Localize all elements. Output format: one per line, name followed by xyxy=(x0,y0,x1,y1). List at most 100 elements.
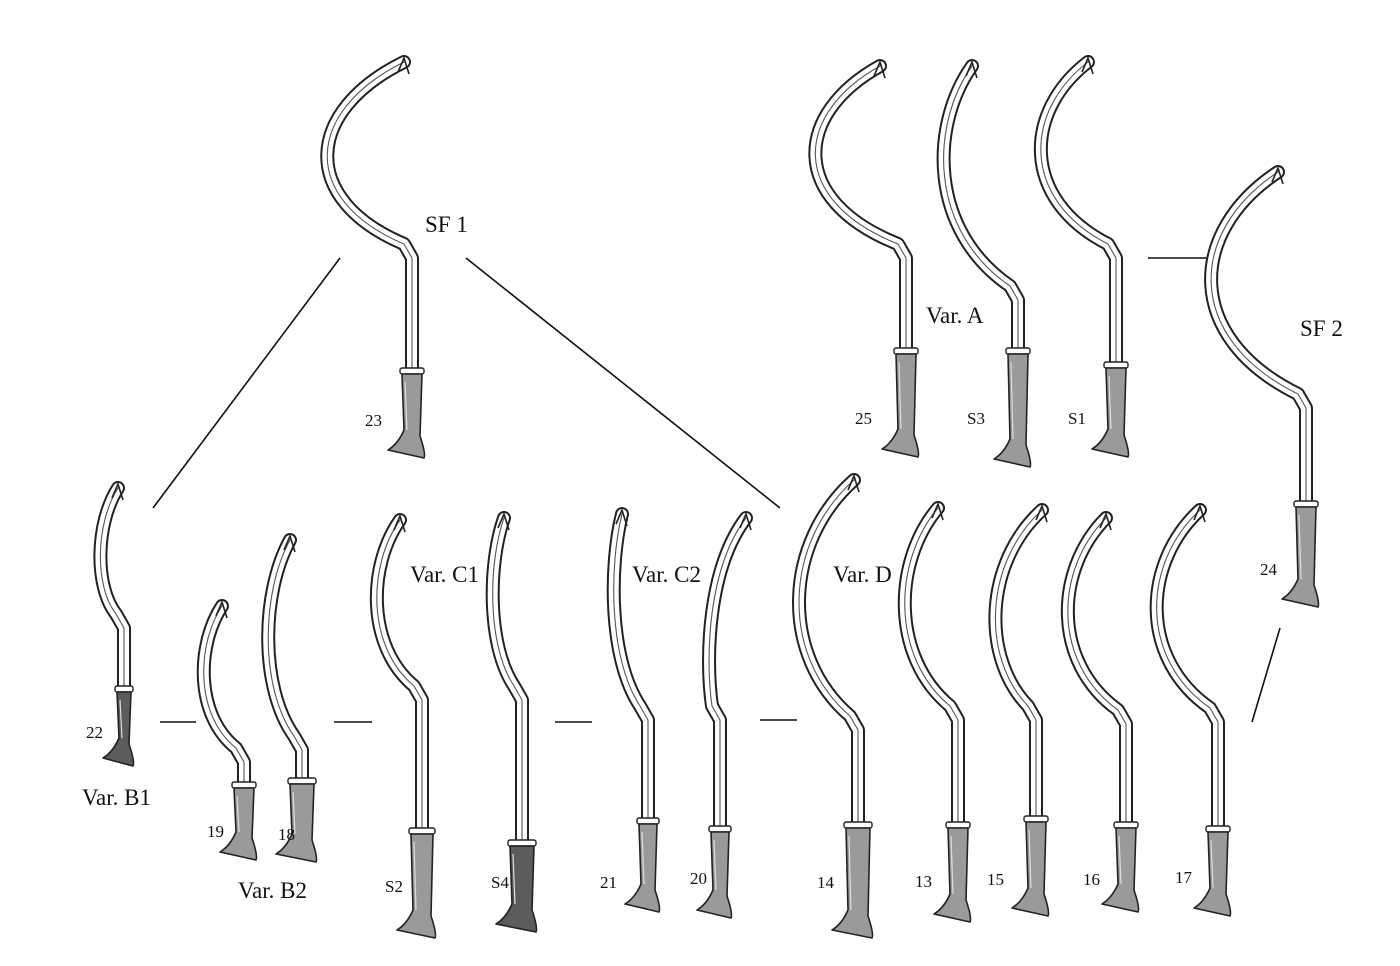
hilt-guard xyxy=(1005,347,1031,355)
blade-tip xyxy=(1081,55,1094,75)
label-var-a: Var. A xyxy=(926,303,984,328)
blade-tip xyxy=(931,501,944,521)
num-s4: S4 xyxy=(491,873,509,892)
blade-tip xyxy=(873,59,886,79)
sword-18 xyxy=(261,533,318,863)
num-14: 14 xyxy=(817,873,835,892)
sword-25 xyxy=(808,59,920,458)
blade-fill xyxy=(263,535,307,787)
blade-fuller xyxy=(1067,517,1127,827)
label-var-c1: Var. C1 xyxy=(410,562,479,587)
hilt-guard xyxy=(114,685,134,693)
hilt-guard xyxy=(1113,821,1139,829)
hilt-highlight xyxy=(1108,375,1112,430)
hilt-highlight xyxy=(898,361,902,430)
hilt-handle xyxy=(831,827,874,939)
hilt-highlight xyxy=(1210,839,1214,889)
hilt-highlight xyxy=(1028,829,1032,889)
sword-23 xyxy=(320,55,426,459)
sword-16 xyxy=(1060,511,1140,913)
label-sf1: SF 1 xyxy=(425,212,468,237)
hilt-highlight xyxy=(1118,835,1122,885)
num-s1: S1 xyxy=(1068,409,1086,428)
num-19: 19 xyxy=(207,822,224,841)
blade-fuller xyxy=(376,519,423,833)
blade-tip xyxy=(397,55,410,75)
num-25: 25 xyxy=(855,409,872,428)
blade-tip xyxy=(965,59,978,79)
hilt-highlight xyxy=(848,835,852,911)
hilt-guard xyxy=(945,821,971,829)
label-var-c2: Var. C2 xyxy=(632,562,701,587)
hilt-highlight xyxy=(119,699,123,739)
hilt-handle xyxy=(102,691,135,767)
hilt-guard xyxy=(231,781,257,789)
sword-22 xyxy=(93,481,135,767)
hilt-guard xyxy=(1293,500,1319,508)
label-sf2: SF 2 xyxy=(1300,316,1343,341)
hilt-highlight xyxy=(404,381,408,431)
sword-14 xyxy=(792,473,874,939)
label-var-d: Var. D xyxy=(833,562,892,587)
blade-fuller xyxy=(267,539,303,783)
blade-fuller xyxy=(1210,171,1307,506)
hilt-highlight xyxy=(292,791,296,835)
hilt-highlight xyxy=(950,835,954,895)
num-20: 20 xyxy=(690,869,707,888)
hilt-guard xyxy=(408,827,436,835)
blade-fuller xyxy=(1156,509,1219,831)
sword-20 xyxy=(696,511,753,919)
blade-fuller xyxy=(99,487,125,691)
num-15: 15 xyxy=(987,870,1004,889)
number-labels: 23 25 S3 S1 24 22 19 18 S2 S4 21 20 14 1… xyxy=(86,409,1278,896)
connector-sf2-to-d xyxy=(1251,627,1281,723)
hilt-guard xyxy=(1023,815,1049,823)
hilt-handle xyxy=(624,823,661,913)
blade-tip xyxy=(1035,503,1048,523)
blade-fuller xyxy=(613,513,649,823)
blade-fill xyxy=(1035,57,1121,371)
hilt-guard xyxy=(399,367,425,375)
blade-fuller xyxy=(708,517,747,831)
sword-21 xyxy=(606,507,661,913)
hilt-guard xyxy=(893,347,919,355)
hilt-guard xyxy=(507,839,537,847)
blade-tip xyxy=(1193,503,1206,523)
hilt-highlight xyxy=(413,841,417,911)
blade-tip xyxy=(739,511,752,531)
num-s3: S3 xyxy=(967,409,985,428)
blade-fuller xyxy=(1040,61,1117,367)
num-13: 13 xyxy=(915,872,932,891)
sword-19 xyxy=(196,599,258,861)
num-17: 17 xyxy=(1175,868,1193,887)
num-21: 21 xyxy=(600,873,617,892)
blade-tip xyxy=(615,507,628,527)
blade-fill xyxy=(810,61,911,357)
hilt-guard xyxy=(287,777,317,785)
blade-fuller xyxy=(203,605,245,787)
blade-tip xyxy=(1271,165,1284,185)
num-22: 22 xyxy=(86,723,103,742)
connector-lines xyxy=(152,257,1281,723)
hilt-handle xyxy=(275,783,318,863)
sword-15 xyxy=(988,503,1050,917)
blade-fuller xyxy=(798,479,859,827)
connector-sf1-to-d xyxy=(465,257,781,509)
blade-fill xyxy=(1206,167,1311,510)
hilt-handle xyxy=(696,831,733,919)
hilt-handle xyxy=(396,833,437,939)
sword-s2 xyxy=(369,513,437,939)
hilt-guard xyxy=(708,825,732,833)
hilt-guard xyxy=(636,817,660,825)
hilt-highlight xyxy=(1010,361,1014,440)
num-16: 16 xyxy=(1083,870,1100,889)
hilt-guard xyxy=(1205,825,1231,833)
group-labels: SF 1 SF 2 Var. A Var. B1 Var. B2 Var. C1… xyxy=(82,212,1343,903)
num-s2: S2 xyxy=(385,877,403,896)
hilt-highlight xyxy=(641,831,645,885)
blade-tip xyxy=(497,511,510,531)
hilt-highlight xyxy=(1298,514,1302,580)
blade-tip xyxy=(847,473,860,493)
